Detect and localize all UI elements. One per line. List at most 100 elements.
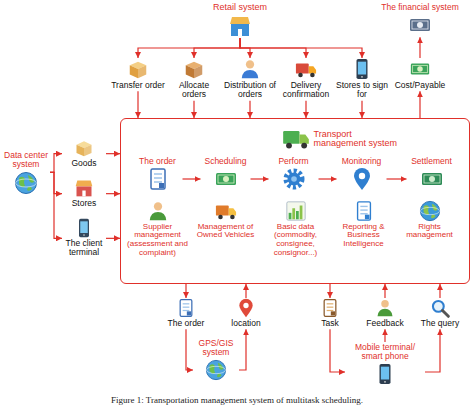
flow-arrow bbox=[193, 101, 194, 118]
money-shape bbox=[417, 22, 423, 28]
chart-shape bbox=[292, 208, 295, 219]
shop-shape bbox=[82, 191, 85, 197]
globe-shape bbox=[206, 366, 225, 373]
flow-arrow bbox=[384, 284, 385, 298]
shop-shape bbox=[231, 24, 249, 36]
icon-phone bbox=[74, 218, 94, 238]
flow-arrow bbox=[329, 284, 330, 298]
chart-shape bbox=[296, 211, 299, 219]
icon-person bbox=[375, 298, 395, 318]
flow-arrow bbox=[106, 153, 120, 154]
function-node: Task bbox=[310, 298, 350, 329]
flow-arrow bbox=[138, 38, 240, 58]
icon-pin bbox=[350, 167, 374, 191]
doc-shape bbox=[151, 169, 165, 189]
globe-shape bbox=[420, 201, 439, 220]
globe-shape bbox=[210, 362, 224, 376]
money-shape bbox=[223, 176, 229, 182]
money-shape bbox=[429, 176, 435, 182]
flow-arrow bbox=[425, 329, 440, 372]
function-node: Transfer order bbox=[111, 58, 165, 91]
system-node: The financial system bbox=[370, 2, 470, 37]
system-node: GPS/GIS system bbox=[193, 338, 239, 381]
icon-shop bbox=[74, 178, 94, 198]
flow-arrow bbox=[185, 284, 186, 298]
doc-shape bbox=[324, 300, 336, 317]
system-label: Data center system bbox=[2, 151, 50, 170]
node-label: Transfer order bbox=[111, 81, 165, 90]
flow-arrow bbox=[50, 172, 62, 193]
system-label: Mobile terminal/ smart phone bbox=[345, 343, 425, 362]
node-label: Monitoring bbox=[342, 157, 382, 166]
icon-doc bbox=[353, 200, 375, 222]
function-node: The order bbox=[165, 298, 207, 329]
doc-shape bbox=[159, 183, 164, 188]
function-node: Feedback bbox=[362, 298, 408, 329]
money-shape bbox=[216, 173, 236, 185]
icon-pin bbox=[236, 298, 256, 318]
node-label: Feedback bbox=[366, 319, 403, 328]
flow-arrow bbox=[137, 91, 138, 118]
phone-shape bbox=[358, 62, 366, 75]
doc-shape bbox=[187, 311, 191, 315]
node-label: Goods bbox=[71, 159, 96, 168]
node-label: Task bbox=[321, 319, 338, 328]
icon-truck bbox=[282, 124, 310, 152]
pin-shape bbox=[239, 299, 252, 317]
shop-shape bbox=[76, 181, 93, 187]
icon-money bbox=[408, 13, 432, 37]
truck-shape bbox=[218, 214, 223, 219]
money-shape bbox=[417, 66, 423, 72]
globe-shape bbox=[423, 203, 437, 217]
node-label: Supplier management (assessment and comp… bbox=[126, 223, 190, 258]
node-label: Management of Owned Vehicles bbox=[195, 223, 257, 241]
gear-shape bbox=[291, 176, 297, 182]
doc-shape bbox=[327, 310, 334, 311]
chart-shape bbox=[299, 205, 302, 219]
doc-shape bbox=[360, 205, 367, 206]
system-label: Retail system bbox=[213, 3, 267, 13]
truck-shape bbox=[230, 214, 235, 219]
doc-shape bbox=[360, 213, 367, 214]
system-node: Data center system bbox=[2, 150, 50, 195]
flow-arrow bbox=[240, 38, 362, 58]
icon-truck bbox=[295, 58, 317, 80]
globe-shape bbox=[16, 172, 37, 193]
doc-shape bbox=[327, 303, 334, 304]
icon-globe bbox=[205, 359, 227, 381]
money-shape bbox=[422, 173, 442, 185]
flow-arrow bbox=[106, 193, 120, 194]
globe-shape bbox=[206, 360, 225, 379]
node-label: Reporting & Business Intelligence bbox=[333, 223, 395, 249]
person-shape bbox=[378, 309, 393, 317]
pin-shape bbox=[358, 173, 364, 179]
icon-globe bbox=[419, 200, 441, 222]
truck-shape bbox=[228, 208, 235, 215]
system-label: The financial system bbox=[381, 3, 458, 12]
box-shape bbox=[84, 145, 92, 157]
icon-truck bbox=[215, 200, 237, 222]
flow-arrow bbox=[419, 37, 420, 58]
doc-shape bbox=[180, 300, 192, 317]
money-shape bbox=[412, 21, 428, 29]
money-shape bbox=[411, 64, 429, 75]
flow-arrow bbox=[50, 154, 62, 173]
truck-shape bbox=[296, 64, 309, 74]
function-node: Rights management bbox=[401, 200, 459, 242]
icon-chart bbox=[285, 200, 307, 222]
box-shape bbox=[77, 145, 85, 157]
icon-doc bbox=[320, 298, 340, 318]
icon-person bbox=[239, 58, 261, 80]
globe-shape bbox=[19, 175, 34, 191]
icon-search bbox=[430, 298, 450, 318]
phone-shape bbox=[83, 234, 85, 236]
icon-phone bbox=[374, 363, 396, 385]
person-shape bbox=[149, 211, 166, 219]
function-node: Basic data (commodity, consignee, consig… bbox=[263, 200, 329, 259]
person-shape bbox=[381, 300, 389, 308]
function-node: Cost/Payable bbox=[394, 58, 446, 91]
icon-box bbox=[127, 58, 149, 80]
node-label: Stores bbox=[72, 199, 97, 208]
pin-shape bbox=[354, 168, 370, 190]
